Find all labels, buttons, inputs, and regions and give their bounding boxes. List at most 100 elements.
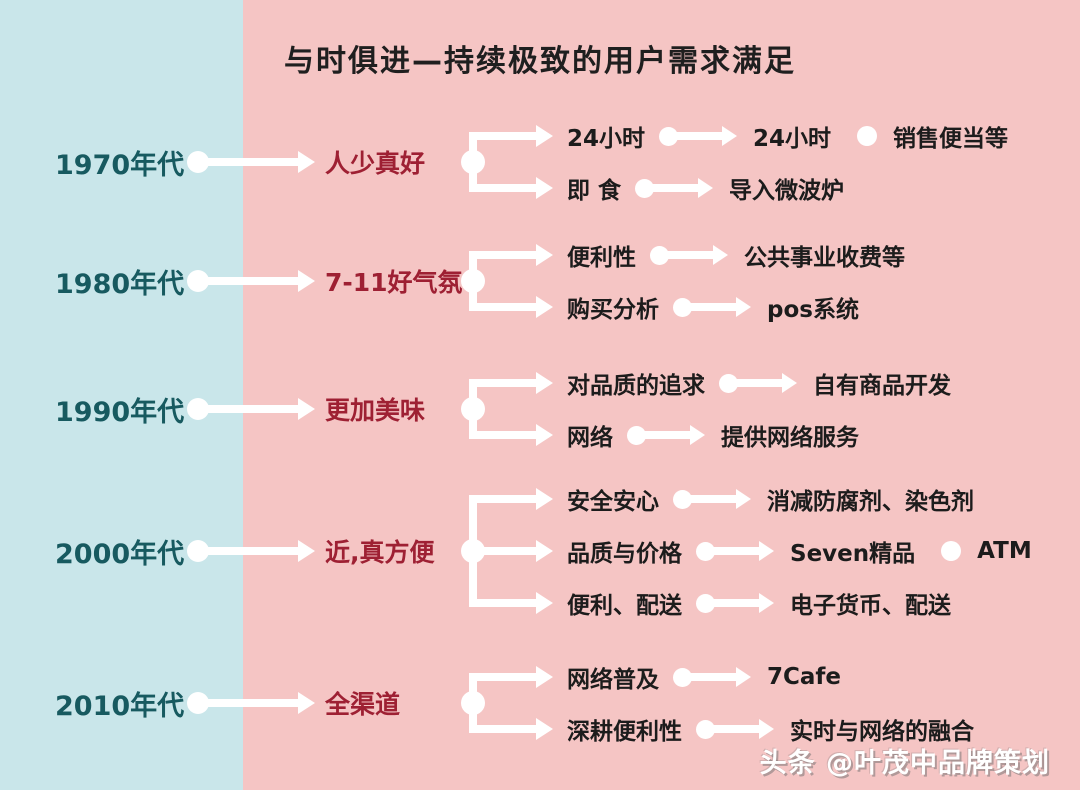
branch-in-arrow [477,592,553,614]
arrowhead-icon [759,593,774,613]
arrow-line [477,495,538,503]
branch-in-arrow [477,540,553,562]
arrowhead-icon [690,425,705,445]
arrowhead-icon [298,270,315,292]
branch-in-arrow [477,488,553,510]
arrow-start-dot-icon [187,540,209,562]
arrow-line [477,132,538,140]
need-label: 对品质的追求 [567,373,705,399]
arrowhead-icon [722,126,738,146]
need-label: 深耕便利性 [567,719,682,745]
arrow-line [477,599,538,607]
stage-label: 人少真好 [325,149,426,178]
need-label: 品质与价格 [567,541,682,567]
branch-list: 对品质的追求 自有商品开发 网络 提供网络服务 [477,357,951,461]
stage-label: 7-11好气氛 [325,268,463,297]
arrowhead-icon [713,245,728,265]
arrow-start-dot-icon [659,126,679,146]
arrow-line [477,184,538,192]
result-label: ATM [977,538,1032,564]
arrow-start-dot-icon [187,398,209,420]
branch-arrow [719,373,797,393]
decade-panel-background [0,0,243,790]
arrowhead-icon [536,244,553,266]
arrow-start-dot-icon [627,425,646,445]
branch-row: 便利性 公共事业收费等 [477,229,905,281]
arrow-line [711,547,761,555]
branch-arrow [696,541,774,561]
main-arrow [187,398,315,420]
arrow-line [674,132,725,140]
result-label: 自有商品开发 [813,373,951,399]
separator-dot-icon [857,126,878,146]
branch-arrow [673,297,751,317]
branch-row: 网络 提供网络服务 [477,409,951,461]
timeline-row: 1990年代 更加美味 对品质的追求 自有商品开发 网络 [55,357,1080,461]
arrow-line [711,725,761,733]
arrowhead-icon [536,666,553,688]
arrowhead-icon [736,667,751,687]
result-label: 消减防腐剂、染色剂 [767,489,974,515]
arrow-line [205,277,300,285]
branch-arrow [659,126,738,146]
result-label: 24小时 [753,126,832,152]
branch-in-arrow [477,177,553,199]
arrow-line [477,379,538,387]
arrow-start-dot-icon [719,373,738,393]
result-label: 提供网络服务 [721,425,859,451]
arrow-line [650,184,701,192]
branch-arrow [650,245,728,265]
branch-row: 对品质的追求 自有商品开发 [477,357,951,409]
branch-list: 网络普及 7Cafe 深耕便利性 实时与网络的融合 [477,651,974,755]
arrowhead-icon [298,540,315,562]
arrowhead-icon [782,373,797,393]
arrow-start-dot-icon [673,297,692,317]
fork-connector [461,651,485,755]
arrow-line [688,495,738,503]
arrow-line [477,303,538,311]
result-label: 电子货币、配送 [790,593,951,619]
timeline-row: 2000年代 近,真方便 安全安心 消减防腐剂、染色剂 品质与价格 [55,473,1080,629]
decade-label: 2000年代 [55,538,185,570]
fork-connector [461,229,485,333]
arrow-line [205,547,300,555]
branch-row: 网络普及 7Cafe [477,651,974,703]
arrow-line [477,431,538,439]
fork-connector [461,357,485,461]
branch-arrow [627,425,705,445]
watermark: 头条 @叶茂中品牌策划 [759,748,1050,779]
branch-row: 便利、配送 电子货币、配送 [477,577,1032,629]
branch-row: 深耕便利性 实时与网络的融合 [477,703,974,755]
result-label: 销售便当等 [893,126,1009,152]
arrow-line [205,699,300,707]
arrowhead-icon [698,178,714,198]
timeline-row: 1980年代 7-11好气氛 便利性 公共事业收费等 购买分析 [55,229,1080,333]
arrow-start-dot-icon [673,489,692,509]
main-arrow [187,692,315,714]
fork-connector [461,473,485,629]
decade-label: 2010年代 [55,690,185,722]
arrow-line [477,547,538,555]
need-label: 网络普及 [567,667,659,693]
arrowhead-icon [298,398,315,420]
branch-row: 24小时 24小时销售便当等 [477,110,1008,162]
timeline-row: 2010年代 全渠道 网络普及 7Cafe 深耕便利性 [55,651,1080,755]
arrowhead-icon [759,719,774,739]
arrowhead-icon [298,151,315,173]
arrowhead-icon [536,424,553,446]
arrowhead-icon [298,692,315,714]
branch-in-arrow [477,666,553,688]
arrow-line [711,599,761,607]
branch-in-arrow [477,718,553,740]
arrow-line [477,673,538,681]
branch-row: 即 食 导入微波炉 [477,162,1008,214]
arrow-line [688,303,738,311]
main-arrow [187,270,315,292]
arrow-start-dot-icon [696,719,715,739]
branch-arrow [635,178,714,198]
need-label: 安全安心 [567,489,659,515]
need-label: 便利性 [567,245,636,271]
